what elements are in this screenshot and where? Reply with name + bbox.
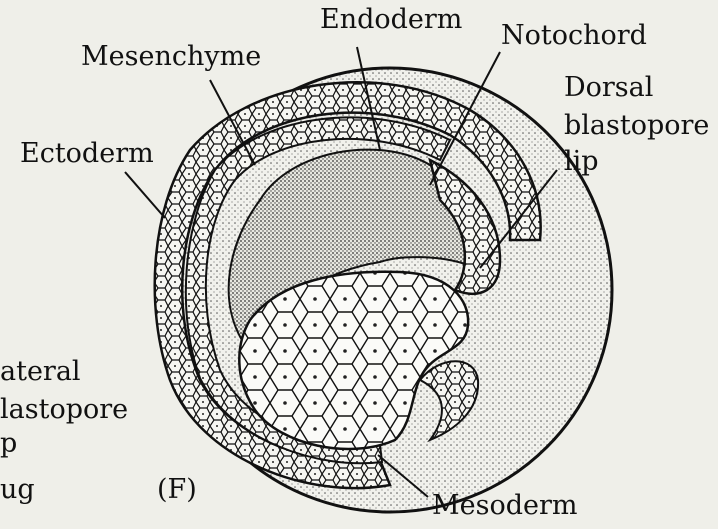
label-lateral-lip-3: p — [0, 428, 17, 459]
panel-letter: (F) — [157, 474, 197, 505]
label-lateral-lip-2: lastopore — [0, 394, 128, 425]
ectoderm-leader — [125, 172, 165, 218]
label-dorsal-lip-2: blastopore — [564, 110, 709, 141]
label-lateral-lip-1: ateral — [0, 356, 81, 387]
label-ectoderm: Ectoderm — [20, 138, 154, 169]
label-dorsal-lip-1: Dorsal — [564, 72, 653, 103]
label-endoderm: Endoderm — [320, 4, 462, 35]
label-dorsal-lip-3: lip — [564, 146, 599, 177]
label-yolk-plug-fragment: ug — [0, 474, 35, 505]
label-mesenchyme: Mesenchyme — [81, 41, 261, 72]
label-notochord: Notochord — [501, 20, 647, 51]
label-mesoderm: Mesoderm — [432, 490, 578, 521]
